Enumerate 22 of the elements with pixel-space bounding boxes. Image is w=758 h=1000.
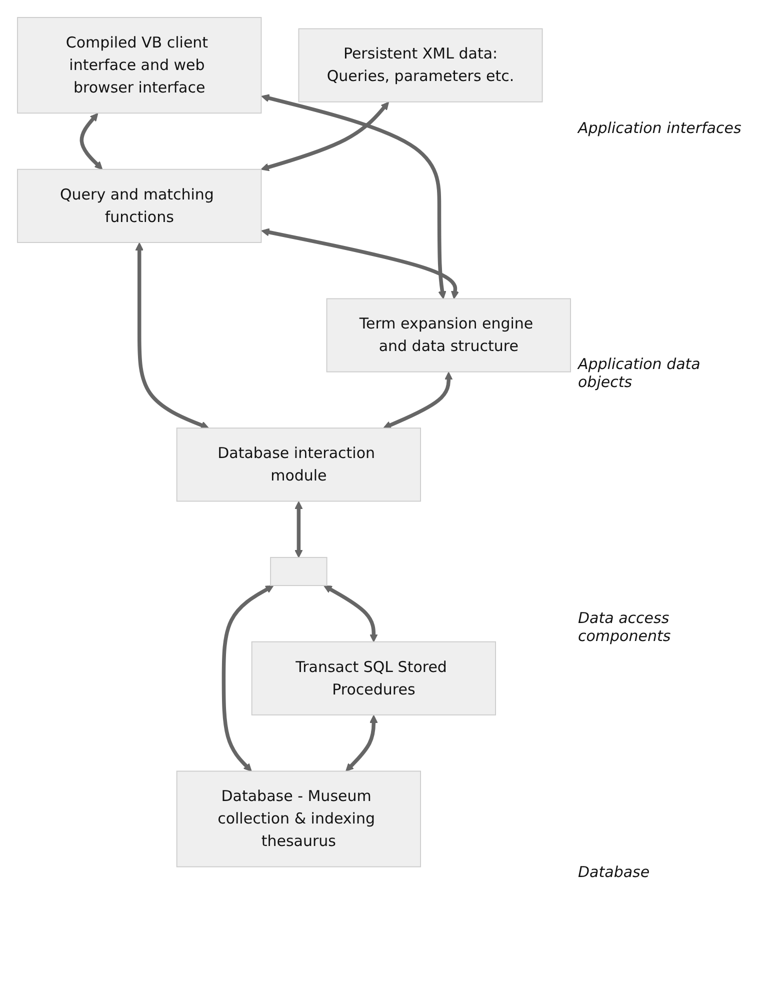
arrow [261,228,460,300]
arrow [383,372,453,429]
arrow [261,94,446,300]
layer-label: Application interfaces [578,119,742,137]
arrow [294,501,303,558]
layer-label: Application data objects [578,355,702,391]
arrow [222,585,274,772]
arrow [260,102,390,172]
node-box: Transact SQL Stored Procedures [251,641,496,716]
layer-label: Database [578,863,651,881]
arrow [80,113,103,170]
arrow [346,714,378,772]
node-box: Term expansion engine and data structure [326,298,571,372]
node-box: Persistent XML data: Queries, parameters etc. [298,28,543,102]
arrow [324,585,378,642]
node-box [270,556,328,586]
node-box: Query and matching functions [17,168,262,243]
arrow [135,242,209,430]
layer-label: Data access components [578,609,672,645]
node-box: Database interaction module [176,428,422,502]
node-box: Database - Museum collection & indexing thesaurus [176,770,422,868]
node-box: Compiled VB client interface and web browser interface [17,17,262,114]
